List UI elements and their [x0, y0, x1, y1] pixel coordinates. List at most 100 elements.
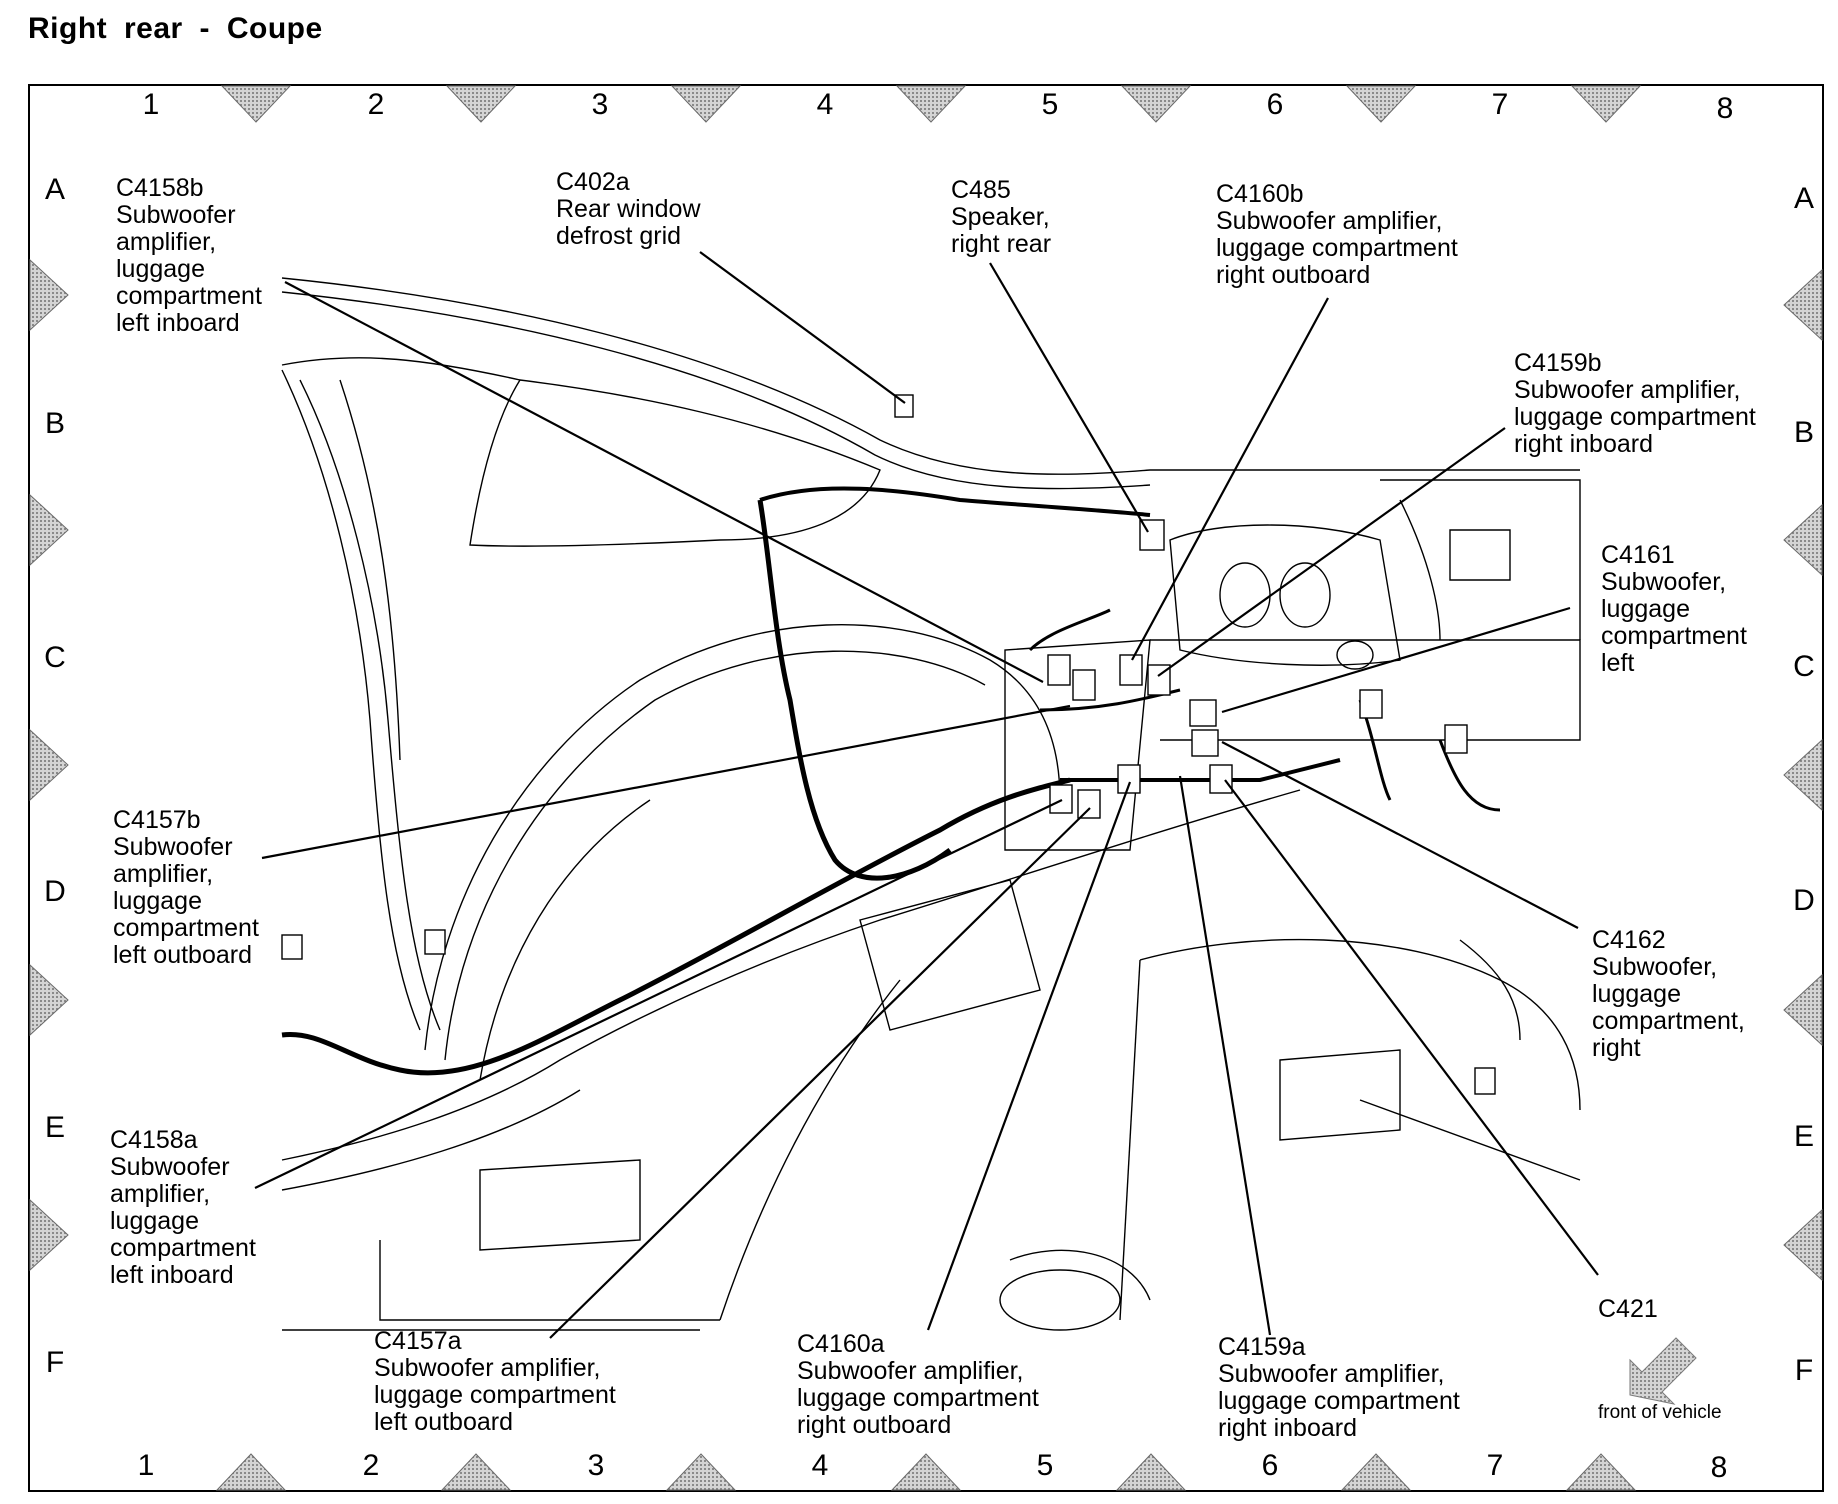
leader-C4158a: [254, 799, 1063, 1189]
callout-line: compartment: [1601, 622, 1747, 650]
callout-line: right inboard: [1514, 430, 1653, 458]
leader-C4160a: [926, 781, 1132, 1331]
grid-col-bottom-3: 3: [587, 1449, 605, 1482]
callout-line: luggage: [113, 887, 202, 915]
callout-line: amplifier,: [113, 860, 214, 888]
callout-line: Speaker,: [951, 203, 1050, 231]
grid-markers: [29, 85, 1823, 1491]
grid-col-bottom-4: 4: [811, 1449, 829, 1482]
callout-id: C4159a: [1218, 1333, 1306, 1361]
callout-line: luggage compartment: [1514, 403, 1756, 431]
callout-line: Subwoofer amplifier,: [1216, 207, 1443, 235]
callout-line: right rear: [951, 230, 1052, 258]
grid-col-bottom-2: 2: [362, 1449, 380, 1482]
callout-id: C4157b: [113, 806, 201, 834]
callout-line: defrost grid: [556, 222, 682, 250]
grid-col-bottom-8: 8: [1710, 1451, 1728, 1484]
leader-C4157a: [549, 807, 1091, 1339]
callout-line: luggage: [1592, 980, 1681, 1008]
callout-C421: C421: [1598, 1296, 1658, 1323]
grid-row-right-A: A: [1793, 182, 1814, 215]
grid-col-top-8: 8: [1716, 92, 1734, 125]
callout-C4159b: C4159b Subwoofer amplifier, luggage comp…: [1514, 350, 1756, 458]
leader-C4159b: [1157, 427, 1506, 677]
callout-line: right: [1592, 1034, 1641, 1062]
callout-line: Subwoofer,: [1601, 568, 1727, 596]
callout-line: luggage compartment: [1218, 1387, 1460, 1415]
leader-C485: [989, 262, 1149, 533]
callout-line: Subwoofer: [113, 833, 233, 861]
callout-line: left outboard: [374, 1408, 513, 1436]
grid-col-bottom-6: 6: [1261, 1449, 1279, 1482]
leader-C421: [1224, 779, 1599, 1276]
callout-line: Subwoofer amplifier,: [374, 1354, 601, 1382]
grid-row-left-E: E: [44, 1111, 65, 1144]
callout-line: Subwoofer,: [1592, 953, 1718, 981]
callout-line: Subwoofer amplifier,: [797, 1357, 1024, 1385]
arrow-down-left-icon: [1629, 1337, 1697, 1405]
grid-row-right-F: F: [1794, 1354, 1814, 1387]
grid-col-top-3: 3: [591, 88, 609, 121]
callout-line: luggage: [110, 1207, 199, 1235]
callout-id: C4159b: [1514, 349, 1602, 377]
callout-line: Rear window: [556, 195, 701, 223]
callout-C4159a: C4159a Subwoofer amplifier, luggage comp…: [1218, 1334, 1460, 1442]
callout-line: luggage compartment: [1216, 234, 1458, 262]
callout-line: amplifier,: [116, 228, 217, 256]
callout-C4157a: C4157a Subwoofer amplifier, luggage comp…: [374, 1328, 616, 1436]
leader-C4157b: [261, 704, 1071, 860]
callout-line: amplifier,: [110, 1180, 211, 1208]
callout-line: Subwoofer amplifier,: [1514, 376, 1741, 404]
callout-C485: C485 Speaker, right rear: [951, 177, 1051, 258]
leader-C402a: [699, 251, 906, 404]
grid-col-bottom-5: 5: [1036, 1449, 1054, 1482]
callout-id: C4160b: [1216, 180, 1304, 208]
callout-id: C4158a: [110, 1126, 198, 1154]
callout-line: left outboard: [113, 941, 252, 969]
leader-C4160b: [1131, 297, 1329, 661]
callout-line: compartment: [110, 1234, 256, 1262]
grid-col-bottom-1: 1: [137, 1449, 155, 1482]
leader-C4162: [1221, 741, 1579, 929]
callout-line: luggage compartment: [797, 1384, 1039, 1412]
callout-id: C4157a: [374, 1327, 462, 1355]
callout-C402a: C402a Rear window defrost grid: [556, 169, 701, 250]
leader-C4161: [1221, 606, 1571, 714]
callout-id: C485: [951, 176, 1011, 204]
callout-id: C4161: [1601, 541, 1675, 569]
callout-line: luggage compartment: [374, 1381, 616, 1409]
callout-line: Subwoofer: [110, 1153, 230, 1181]
callout-C4161: C4161 Subwoofer, luggage compartment lef…: [1601, 542, 1747, 677]
callout-C4160b: C4160b Subwoofer amplifier, luggage comp…: [1216, 181, 1458, 289]
grid-col-top-5: 5: [1041, 88, 1059, 121]
callout-id: C421: [1598, 1295, 1658, 1323]
callout-line: right inboard: [1218, 1414, 1357, 1442]
callout-line: right outboard: [1216, 261, 1371, 289]
leader-C4159a: [1178, 775, 1272, 1336]
callout-C4162: C4162 Subwoofer, luggage compartment, ri…: [1592, 927, 1745, 1062]
leader-lines: [254, 251, 1599, 1339]
callout-C4160a: C4160a Subwoofer amplifier, luggage comp…: [797, 1331, 1039, 1439]
grid-col-top-4: 4: [816, 88, 834, 121]
callout-id: C4162: [1592, 926, 1666, 954]
callout-line: luggage: [116, 255, 205, 283]
callout-C4158a: C4158a Subwoofer amplifier, luggage comp…: [110, 1127, 256, 1289]
callout-line: left inboard: [116, 309, 240, 337]
callout-id: C402a: [556, 168, 630, 196]
grid-row-right-B: B: [1793, 416, 1814, 449]
callout-line: Subwoofer amplifier,: [1218, 1360, 1445, 1388]
callout-line: compartment: [116, 282, 262, 310]
callout-id: C4158b: [116, 174, 204, 202]
front-of-vehicle-label: front of vehicle: [1598, 1402, 1722, 1423]
grid-row-left-A: A: [44, 173, 65, 206]
callout-line: Subwoofer: [116, 201, 236, 229]
callout-line: compartment,: [1592, 1007, 1745, 1035]
grid-row-left-D: D: [44, 875, 66, 908]
callout-line: luggage: [1601, 595, 1690, 623]
grid-row-right-E: E: [1793, 1120, 1814, 1153]
diagram-frame: [28, 84, 1824, 1492]
vehicle-line-art: [281, 277, 1581, 1331]
grid-row-right-D: D: [1793, 884, 1815, 917]
page-title: Right rear - Coupe: [28, 12, 323, 45]
